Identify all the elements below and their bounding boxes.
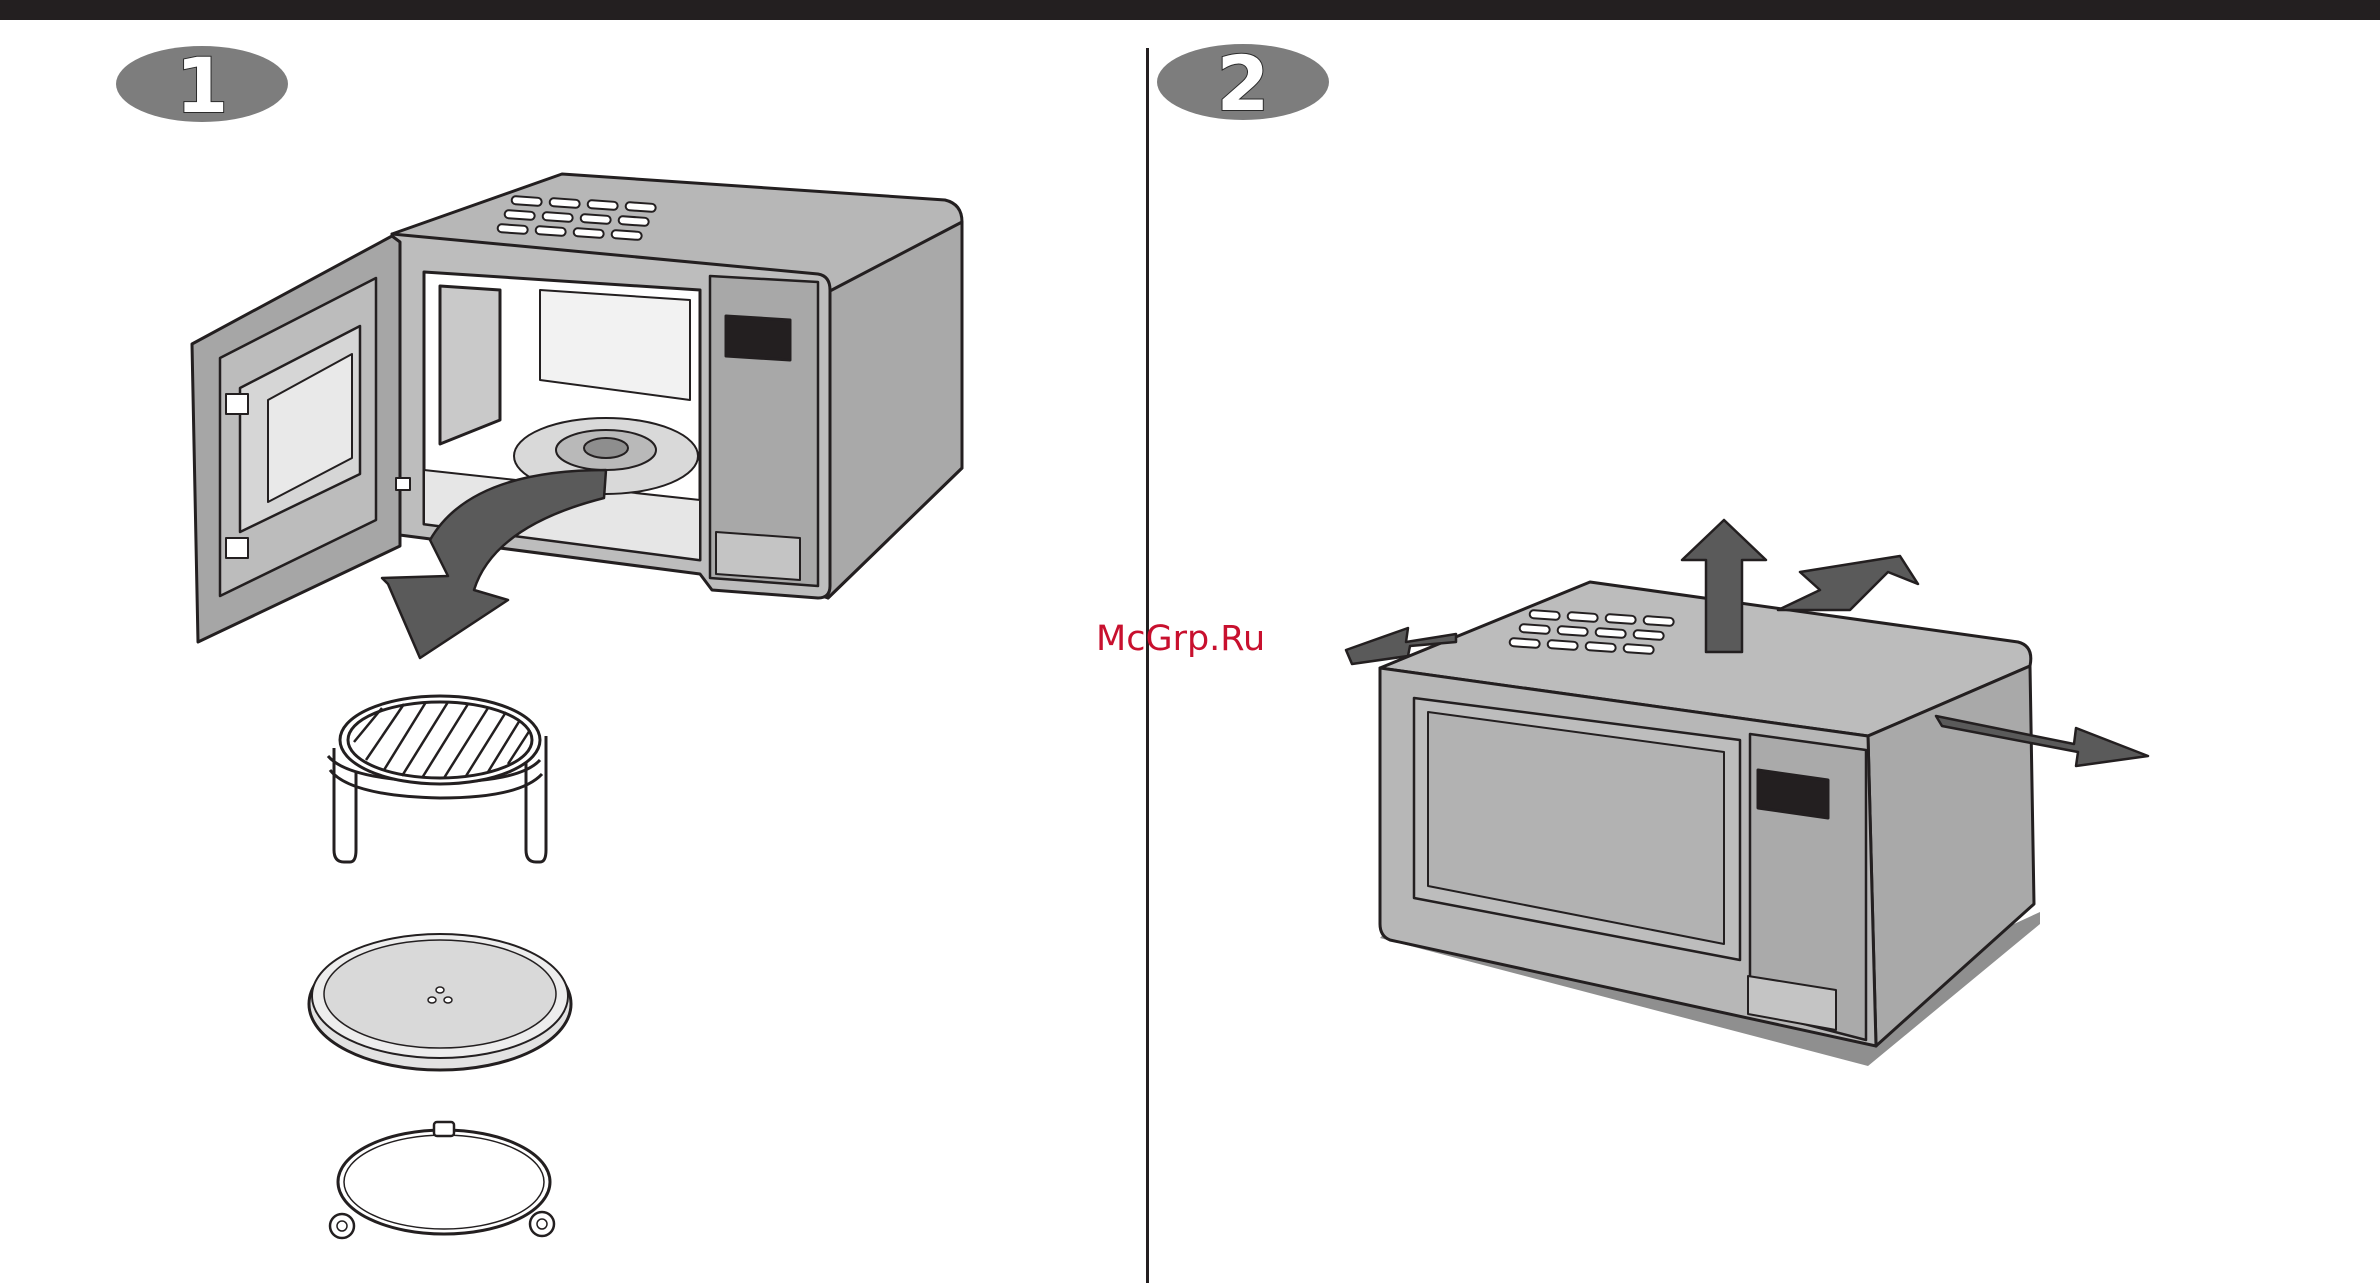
step-2-number: 2	[1217, 39, 1270, 128]
open-microwave-icon	[192, 174, 962, 642]
roller-ring-icon	[330, 1122, 554, 1238]
watermark-text: McGrp.Ru	[1096, 619, 1296, 659]
step-2-badge: 2	[1157, 39, 1329, 128]
closed-microwave-icon	[1380, 582, 2040, 1066]
back-arrow-icon	[1778, 556, 1918, 610]
glass-turntable-icon	[309, 934, 571, 1070]
grill-rack-icon	[328, 696, 546, 862]
step-1-badge: 1	[116, 41, 288, 130]
step-1-number: 1	[176, 41, 229, 130]
